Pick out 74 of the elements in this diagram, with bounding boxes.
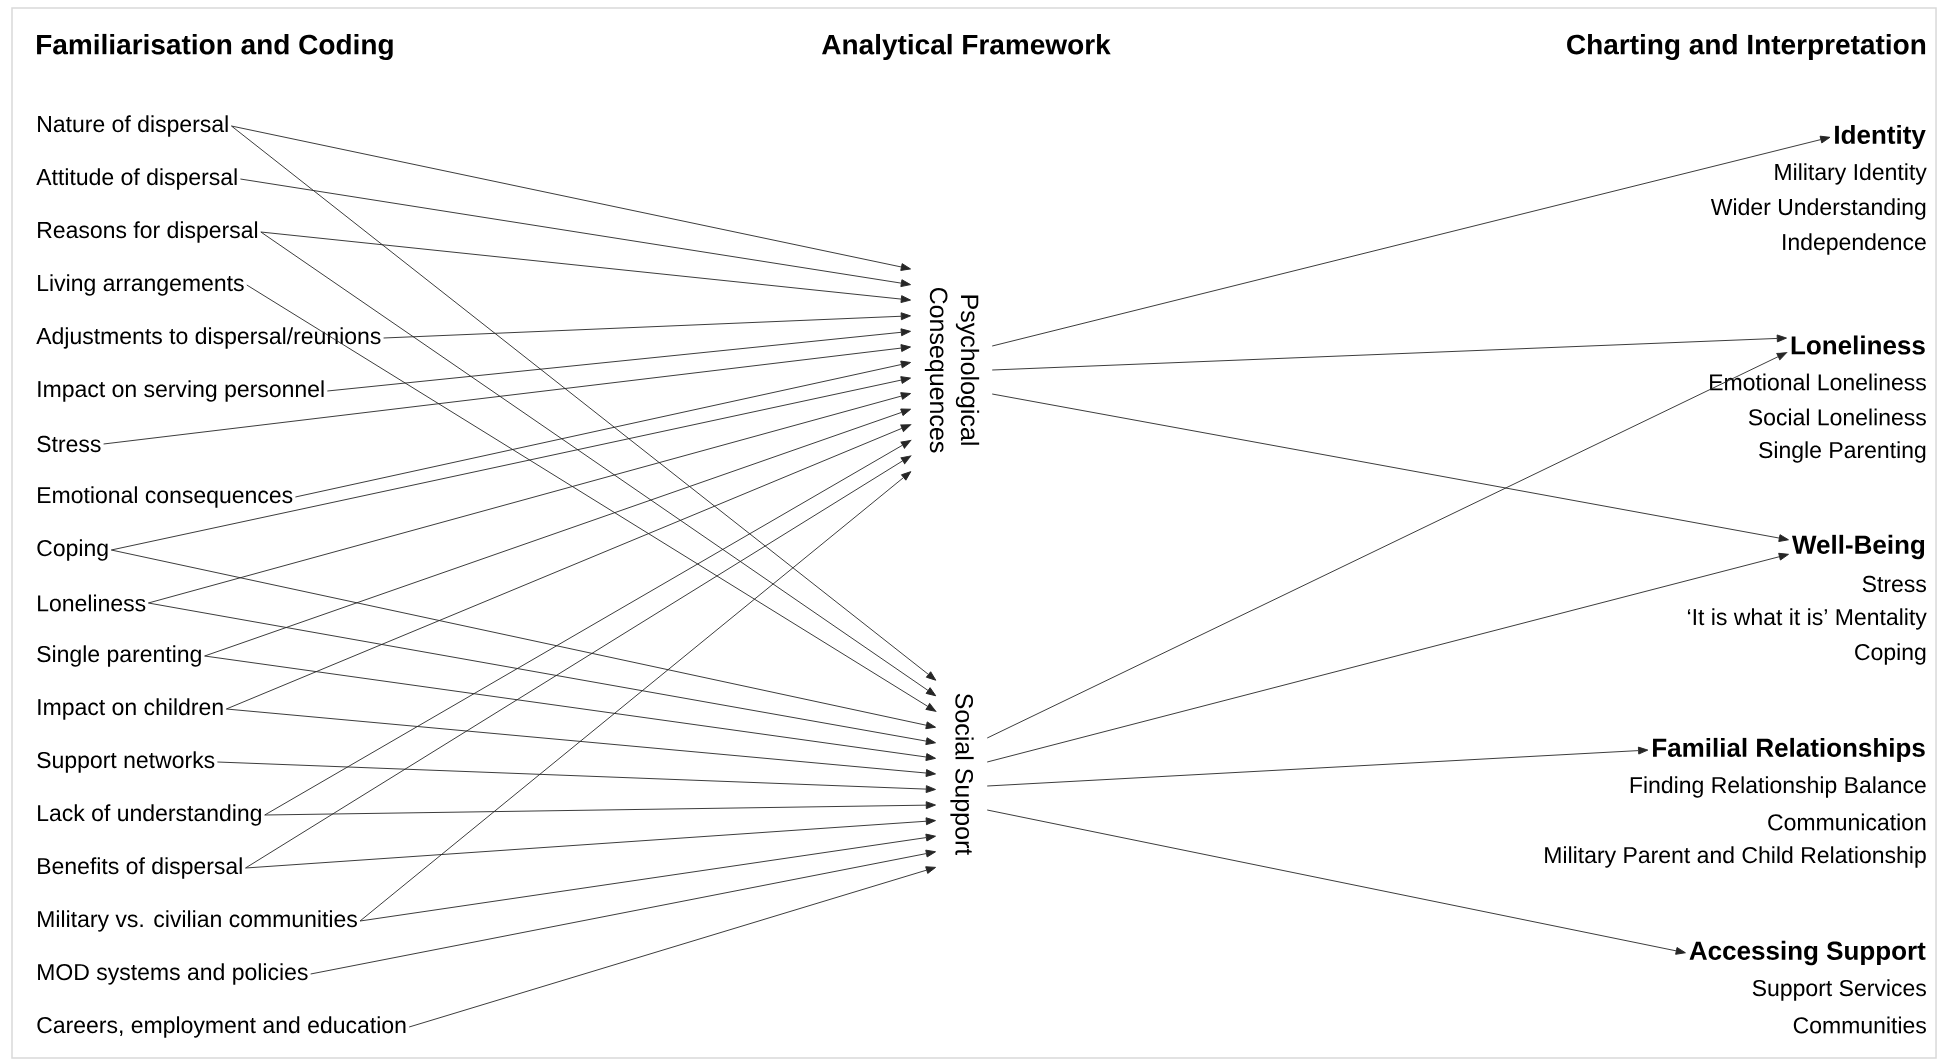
- arrow: [225, 708, 936, 777]
- arrow: [103, 344, 911, 445]
- arrow: [245, 455, 912, 869]
- code-label: Attitude of dispersal: [36, 168, 237, 190]
- arrow: [986, 746, 1649, 787]
- code-label: Living arrangements: [38, 274, 244, 296]
- code-label: Nature of dispersal: [38, 115, 228, 137]
- arrow: [359, 833, 936, 922]
- arrow: [260, 231, 911, 303]
- subtheme-label: Communities: [1793, 1016, 1926, 1034]
- arrow: [986, 552, 1789, 763]
- subtheme-label: Wider Understanding: [1710, 198, 1926, 220]
- column-heading: Charting and Interpretation: [1567, 33, 1926, 61]
- theme-heading: Identity: [1835, 124, 1926, 150]
- subtheme-label: Social Loneliness: [1748, 408, 1926, 426]
- arrow: [986, 352, 1788, 739]
- arrow: [991, 135, 1831, 347]
- arrow: [110, 549, 936, 730]
- arrow: [310, 849, 936, 975]
- code-label: Reasons for dispersal: [38, 221, 258, 243]
- arrow: [359, 471, 912, 922]
- code-label: Impact on children: [38, 698, 223, 720]
- arrow: [264, 440, 912, 816]
- arrow: [408, 866, 936, 1028]
- column-heading: Familiarisation and Coding: [37, 33, 393, 61]
- code-label: Lack of understanding: [38, 804, 261, 826]
- subtheme-label: Communication: [1768, 813, 1926, 831]
- arrow: [147, 602, 936, 746]
- arrow: [383, 312, 911, 339]
- code-label: Emotional consequences: [38, 486, 293, 508]
- framework-theme: Social Support: [950, 693, 974, 856]
- code-label: MOD systems and policies: [38, 963, 308, 985]
- subtheme-label: ‘It is what it is’ Mentality: [1687, 608, 1927, 630]
- arrow: [204, 655, 936, 761]
- code-label: Impact on serving personnel: [38, 380, 324, 402]
- arrow: [231, 125, 937, 681]
- subtheme-label: Stress: [1862, 575, 1926, 593]
- arrow: [991, 334, 1787, 371]
- column-heading: Analytical Framework: [822, 33, 1111, 61]
- code-label: Support networks: [37, 751, 215, 773]
- arrow: [246, 284, 937, 712]
- code-label: Stress: [37, 435, 101, 453]
- arrow: [216, 761, 936, 794]
- framework-theme: Psychological Consequences: [924, 287, 980, 453]
- arrow: [147, 392, 911, 604]
- arrow: [245, 817, 936, 869]
- subtheme-label: Military Identity: [1775, 163, 1927, 185]
- subtheme-label: Independence: [1783, 233, 1926, 255]
- arrow: [294, 360, 911, 498]
- arrow: [260, 231, 937, 697]
- code-label: Single parenting: [37, 645, 201, 667]
- subtheme-label: Military Parent and Child Relationship: [1545, 846, 1926, 868]
- arrow: [986, 809, 1686, 955]
- subtheme-label: Coping: [1855, 643, 1926, 665]
- arrow: [326, 328, 911, 392]
- theme-heading: Loneliness: [1791, 335, 1925, 355]
- theme-heading: Accessing Support: [1689, 940, 1926, 966]
- code-label: Loneliness: [38, 594, 146, 612]
- arrow: [991, 393, 1789, 542]
- code-label: Benefits of dispersal: [38, 857, 242, 879]
- subtheme-label: Finding Relationship Balance: [1630, 776, 1926, 798]
- arrow: [264, 801, 936, 816]
- theme-heading: Familial Relationships: [1653, 737, 1925, 763]
- arrow: [225, 424, 912, 710]
- arrow: [239, 178, 911, 288]
- subtheme-label: Support Services: [1752, 979, 1926, 1001]
- code-label: Careers, employment and education: [37, 1016, 406, 1038]
- arrow: [231, 125, 911, 271]
- code-label: Military vs. civilian communities: [38, 910, 357, 932]
- subtheme-label: Single Parenting: [1759, 441, 1926, 463]
- arrow: [204, 408, 912, 657]
- code-label: Coping: [37, 539, 108, 561]
- theme-heading: Well-Being: [1792, 534, 1925, 560]
- arrow: [110, 376, 911, 551]
